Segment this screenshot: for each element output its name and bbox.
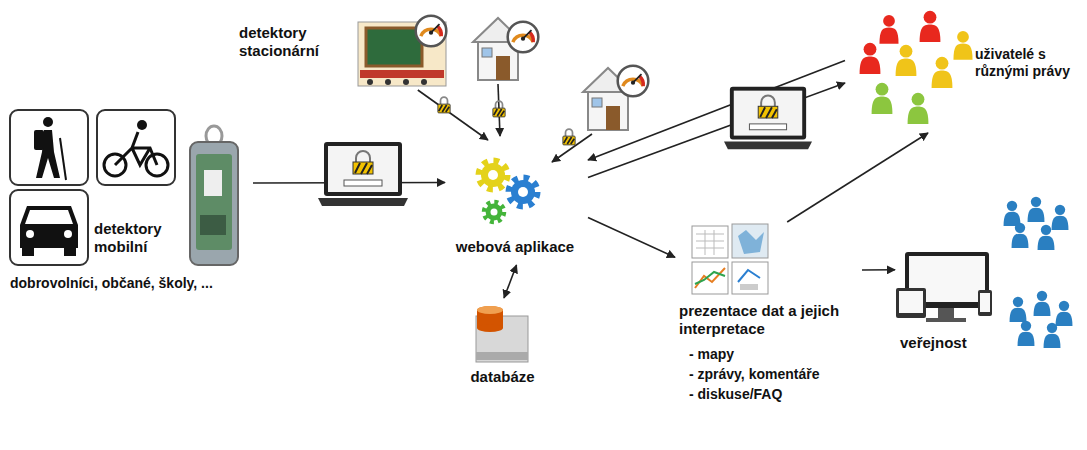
lock-icon [563,129,575,145]
node-label: webová aplikace [445,238,585,256]
node-label: dobrovolníci, občané, školy, ... [10,275,213,292]
gears-icon [479,161,537,222]
node-label: - mapy [689,346,859,363]
node-label: detektory mobilní [94,220,189,256]
diagram-node: prezentace dat a jejich interpretace - ma… [675,222,862,418]
diagram-node: webová aplikace [445,140,588,265]
public-devices [896,252,992,322]
lock-icon [438,97,450,113]
node-label: - zprávy, komentáře [689,366,859,383]
connector-arrow [588,218,675,258]
diagram-node: uživatelé s různými právy [845,8,1082,133]
hiker-icon [10,110,88,185]
node-label: veřejnost [900,334,1010,352]
car-icon [10,190,88,265]
school-detector [358,16,446,86]
mobile-detector-device [190,126,238,265]
house-detector [473,18,538,80]
cyclist-icon [97,110,175,185]
laptop-icon [318,142,408,206]
node-label: databáze [445,368,560,386]
presentation-icons [692,224,768,294]
lock-icon [493,101,505,117]
database-icon [476,306,528,362]
node-label: prezentace dat a jejich interpretace [679,302,857,338]
diagram-node: veřejnost [895,250,1080,360]
diagram-node: detektory stacionární [235,10,450,90]
node-label: uživatelé s různými právy [975,46,1079,80]
laptop-icon [724,87,812,150]
users-group [860,11,973,124]
connector-arrow [418,90,488,140]
house-detector [583,66,648,130]
node-label: - diskuse/FAQ [689,386,859,403]
node-label: detektory stacionární [239,24,347,60]
connector-arrow [862,269,895,271]
diagram-node: detektory mobilní dobrovolníci, občané, š… [8,105,253,305]
public-people [1004,197,1073,348]
connector-arrow [504,265,517,298]
diagram-node: databáze [445,298,563,393]
